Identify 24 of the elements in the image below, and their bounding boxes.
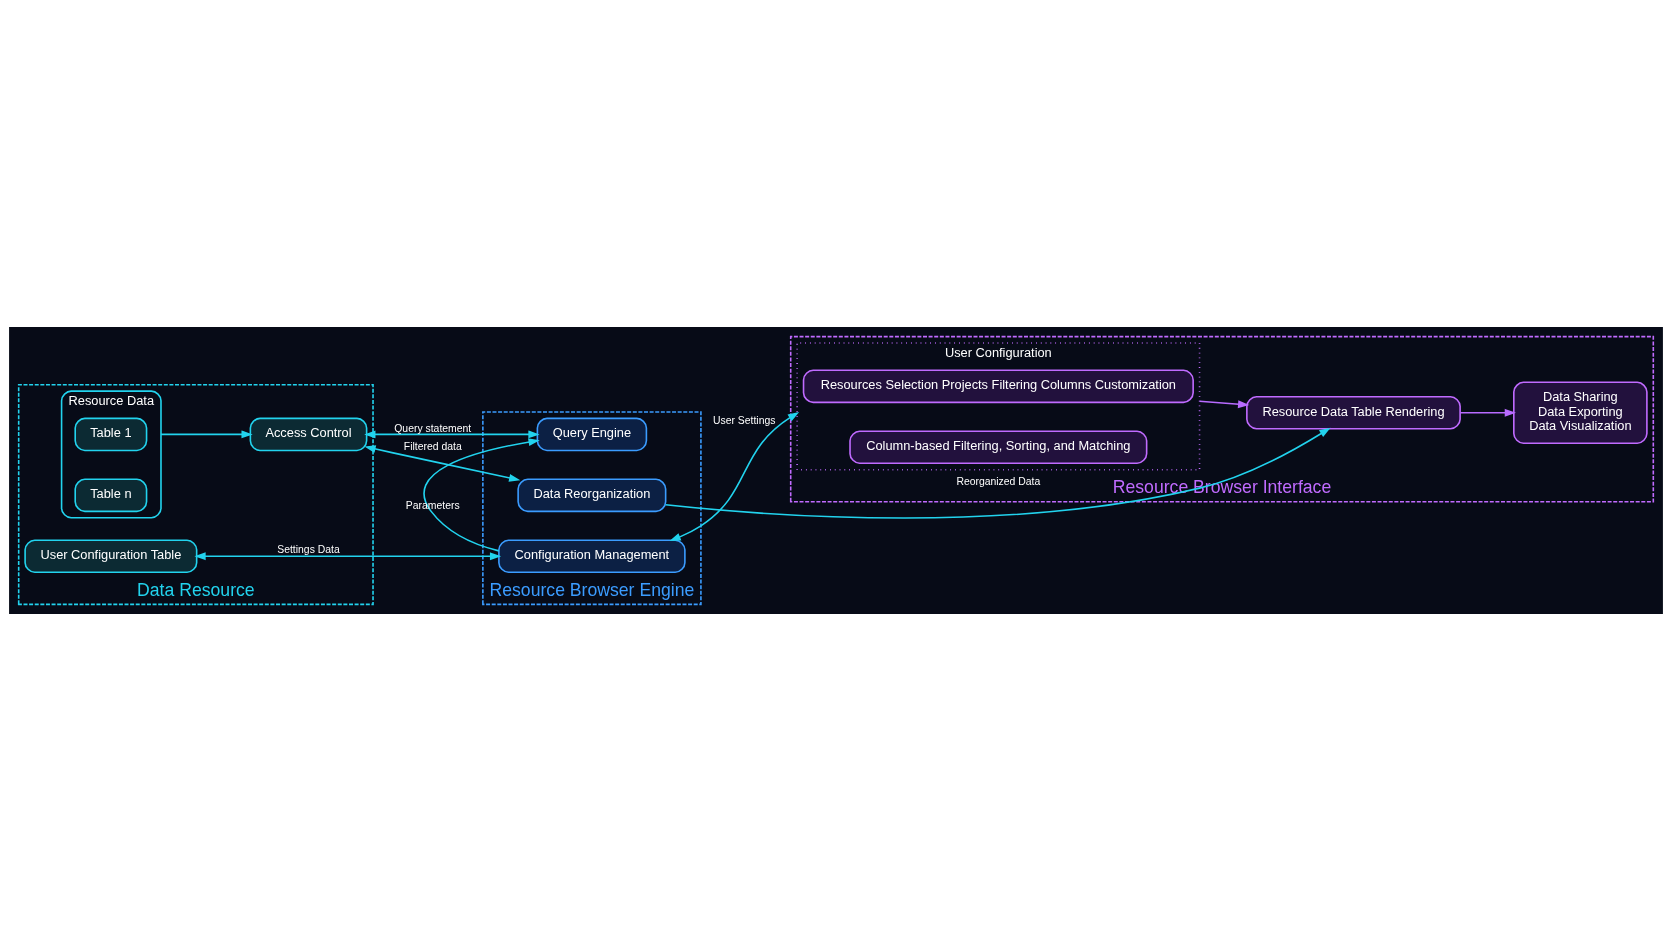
- node-box: Query Engine: [536, 417, 648, 452]
- node-box: Data Reorganization: [517, 478, 667, 513]
- arrow: [160, 430, 253, 439]
- node-box: Table 1: [74, 417, 148, 452]
- edge-label: Settings Data: [277, 544, 340, 556]
- edge-label: Filtered data: [403, 440, 462, 452]
- arrow: [1459, 408, 1516, 417]
- arrow: [364, 430, 540, 439]
- node-box: Configuration Management: [498, 539, 686, 574]
- arrow: [1198, 400, 1250, 409]
- arrow: [423, 438, 540, 552]
- edge-label: User Settings: [712, 415, 776, 427]
- node-box: User Configuration Table: [24, 539, 198, 574]
- edge-label: Reorganized Data: [956, 476, 1041, 488]
- arrow: [194, 552, 502, 561]
- node-box: Access Control: [249, 417, 368, 452]
- node-box: Table n: [74, 478, 148, 513]
- edge-label: Query statement: [394, 422, 472, 434]
- node-box: Data Sharing Data Exporting Data Visualization: [1513, 381, 1648, 445]
- node-box: Column-based Filtering, Sorting, and Matching: [849, 430, 1148, 465]
- node-box: Resource Data Table Rendering: [1246, 395, 1461, 430]
- arrow: [364, 445, 521, 482]
- node-box: Resources Selection Projects Filtering Columns Customization: [802, 369, 1194, 404]
- arrow: [669, 412, 800, 542]
